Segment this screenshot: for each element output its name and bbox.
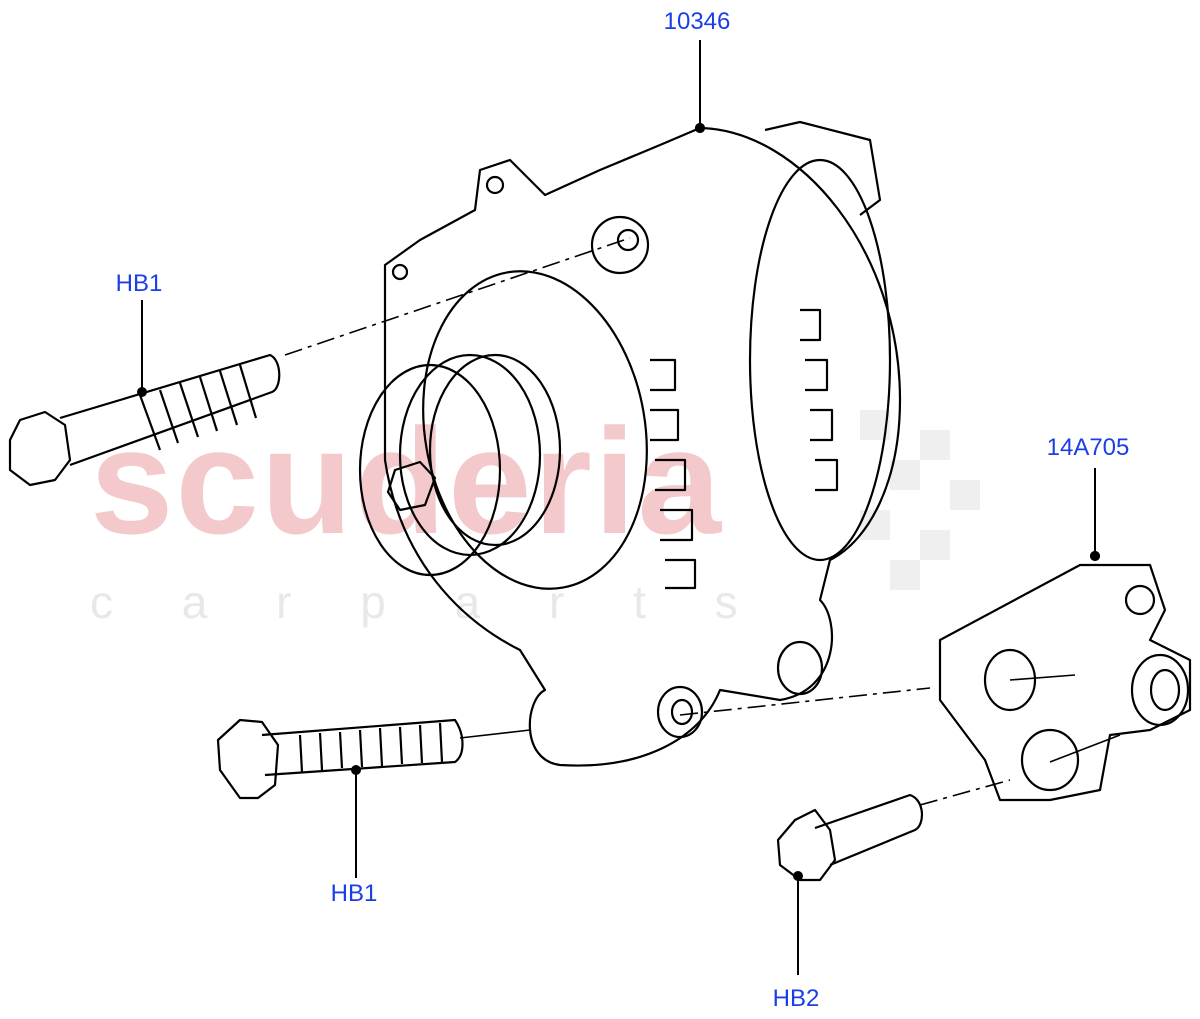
bracket-14A705 [938, 550, 1192, 802]
alternator-10346 [358, 120, 902, 767]
bolt-hb1-upper [8, 353, 281, 487]
label-hb1-lower[interactable]: HB1 [330, 880, 378, 907]
cooling-fins [650, 308, 839, 590]
assembly-axis-lines [284, 237, 1011, 806]
bolt-hb2 [776, 793, 923, 882]
label-hb2[interactable]: HB2 [772, 985, 820, 1012]
watermark-logo: scuderia [90, 397, 723, 565]
label-10346[interactable]: 10346 [663, 8, 731, 35]
checkered-flag-watermark [860, 410, 980, 590]
pulley [358, 353, 562, 577]
label-14A705[interactable]: 14A705 [1046, 434, 1130, 461]
watermark-subtext: c a r p a r t s [90, 576, 766, 628]
leader-lines [137, 40, 1096, 975]
bolt-hb1-lower [216, 718, 464, 800]
label-hb1-upper[interactable]: HB1 [115, 270, 163, 297]
